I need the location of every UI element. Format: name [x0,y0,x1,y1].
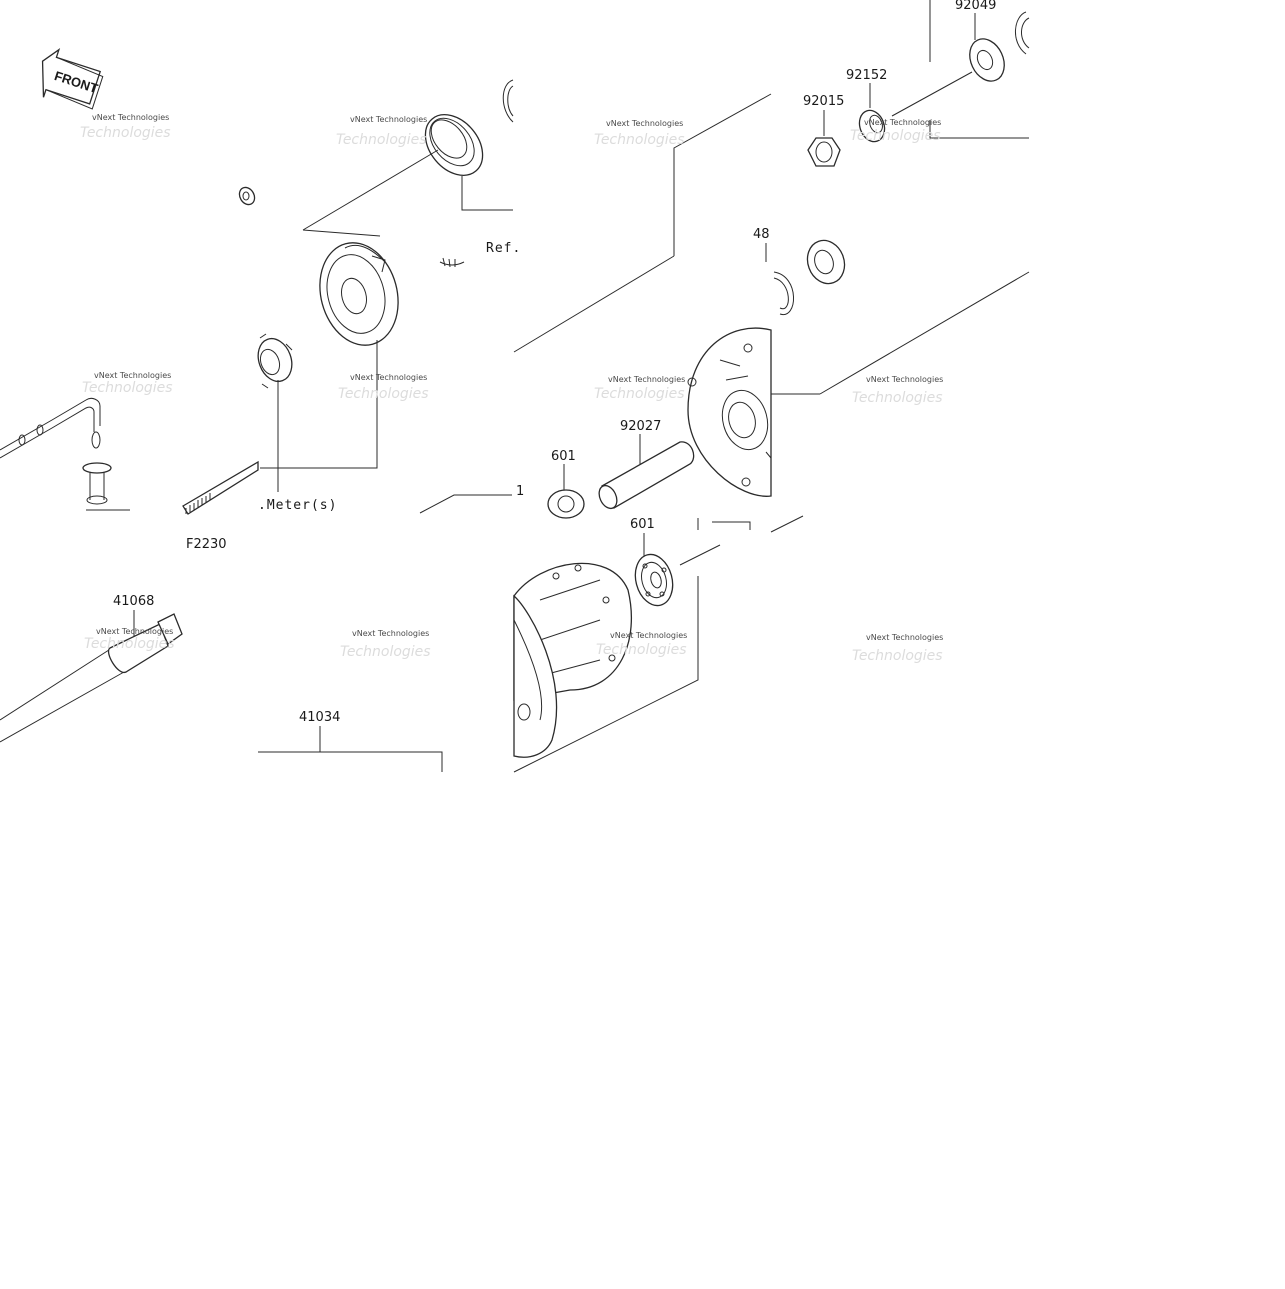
distance-collar [598,441,695,510]
ball-bearing-lower [634,553,674,607]
wheel-hub-lower [513,562,632,758]
figure-code: F2230 [186,537,227,552]
watermark-1: Technologies vNext Technologies [80,113,171,141]
watermark-7: Technologies vNext Technologies [594,375,685,402]
ball-bearing-upper [547,489,585,519]
meter-drive-gear [257,333,293,389]
front-arrow-icon: FRONT [41,48,104,110]
svg-text:Technologies: Technologies [850,128,941,144]
svg-text:vNext Technologies: vNext Technologies [866,375,943,384]
washer [969,38,1005,82]
callout-41034: 41034 [299,710,340,725]
callout-41068: 41068 [113,594,154,609]
svg-text:Technologies: Technologies [594,386,685,402]
small-nut [238,186,256,206]
callout-92027: 92027 [620,419,661,434]
watermark-4: Technologies vNext Technologies [850,118,941,144]
oil-seal [424,114,484,176]
watermark-6: Technologies vNext Technologies [338,373,429,402]
callout-92015: 92015 [803,94,844,109]
svg-text:vNext Technologies: vNext Technologies [350,115,427,124]
watermark-2: Technologies vNext Technologies [336,115,427,148]
svg-text:vNext Technologies: vNext Technologies [94,371,171,380]
svg-text:Technologies: Technologies [84,636,175,652]
threaded-axle-end [182,460,259,515]
svg-text:Technologies: Technologies [338,386,429,402]
wheel-hub-upper [687,327,772,497]
svg-text:vNext Technologies: vNext Technologies [350,373,427,382]
svg-text:vNext Technologies: vNext Technologies [606,119,683,128]
axle-nut [807,137,841,167]
svg-text:Technologies: Technologies [596,642,687,658]
svg-text:vNext Technologies: vNext Technologies [352,629,429,638]
svg-text:Technologies: Technologies [852,390,943,406]
svg-text:vNext Technologies: vNext Technologies [866,633,943,642]
callout-92152: 92152 [846,68,887,83]
svg-text:Technologies: Technologies [336,132,427,148]
speedometer-cable-upper [0,397,130,511]
speedometer-cable-lower [0,613,183,743]
svg-text:vNext Technologies: vNext Technologies [608,375,685,384]
ref-label-meter: .Meter(s) [258,498,337,513]
dust-seal-right [806,239,846,285]
circlip-top [1015,11,1030,55]
svg-text:Technologies: Technologies [80,125,171,141]
svg-text:Technologies: Technologies [594,132,685,148]
callout-601-lower: 601 [630,517,655,532]
watermark-3: Technologies vNext Technologies [594,119,685,148]
callout-92049: 92049 [955,0,996,13]
watermark-9: Technologies vNext Technologies [84,627,175,652]
svg-text:vNext Technologies: vNext Technologies [96,627,173,636]
watermark-12: Technologies vNext Technologies [852,633,943,664]
svg-text:Technologies: Technologies [852,648,943,664]
snap-ring [773,271,794,315]
svg-text:vNext Technologies: vNext Technologies [92,113,169,122]
ref-label-top: Ref. [486,241,521,256]
meter-gear-housing [319,242,399,346]
watermark-10: Technologies vNext Technologies [340,629,431,660]
svg-text:vNext Technologies: vNext Technologies [864,118,941,127]
callout-48: 48 [753,227,770,242]
callout-1: 1 [516,484,524,499]
watermark-11: Technologies vNext Technologies [596,631,687,658]
collar [858,109,886,143]
callout-601-upper: 601 [551,449,576,464]
svg-text:Technologies: Technologies [340,644,431,660]
svg-text:vNext Technologies: vNext Technologies [610,631,687,640]
watermark-5: Technologies vNext Technologies [82,371,173,396]
watermark-8: Technologies vNext Technologies [852,375,943,406]
svg-text:Technologies: Technologies [82,380,173,396]
